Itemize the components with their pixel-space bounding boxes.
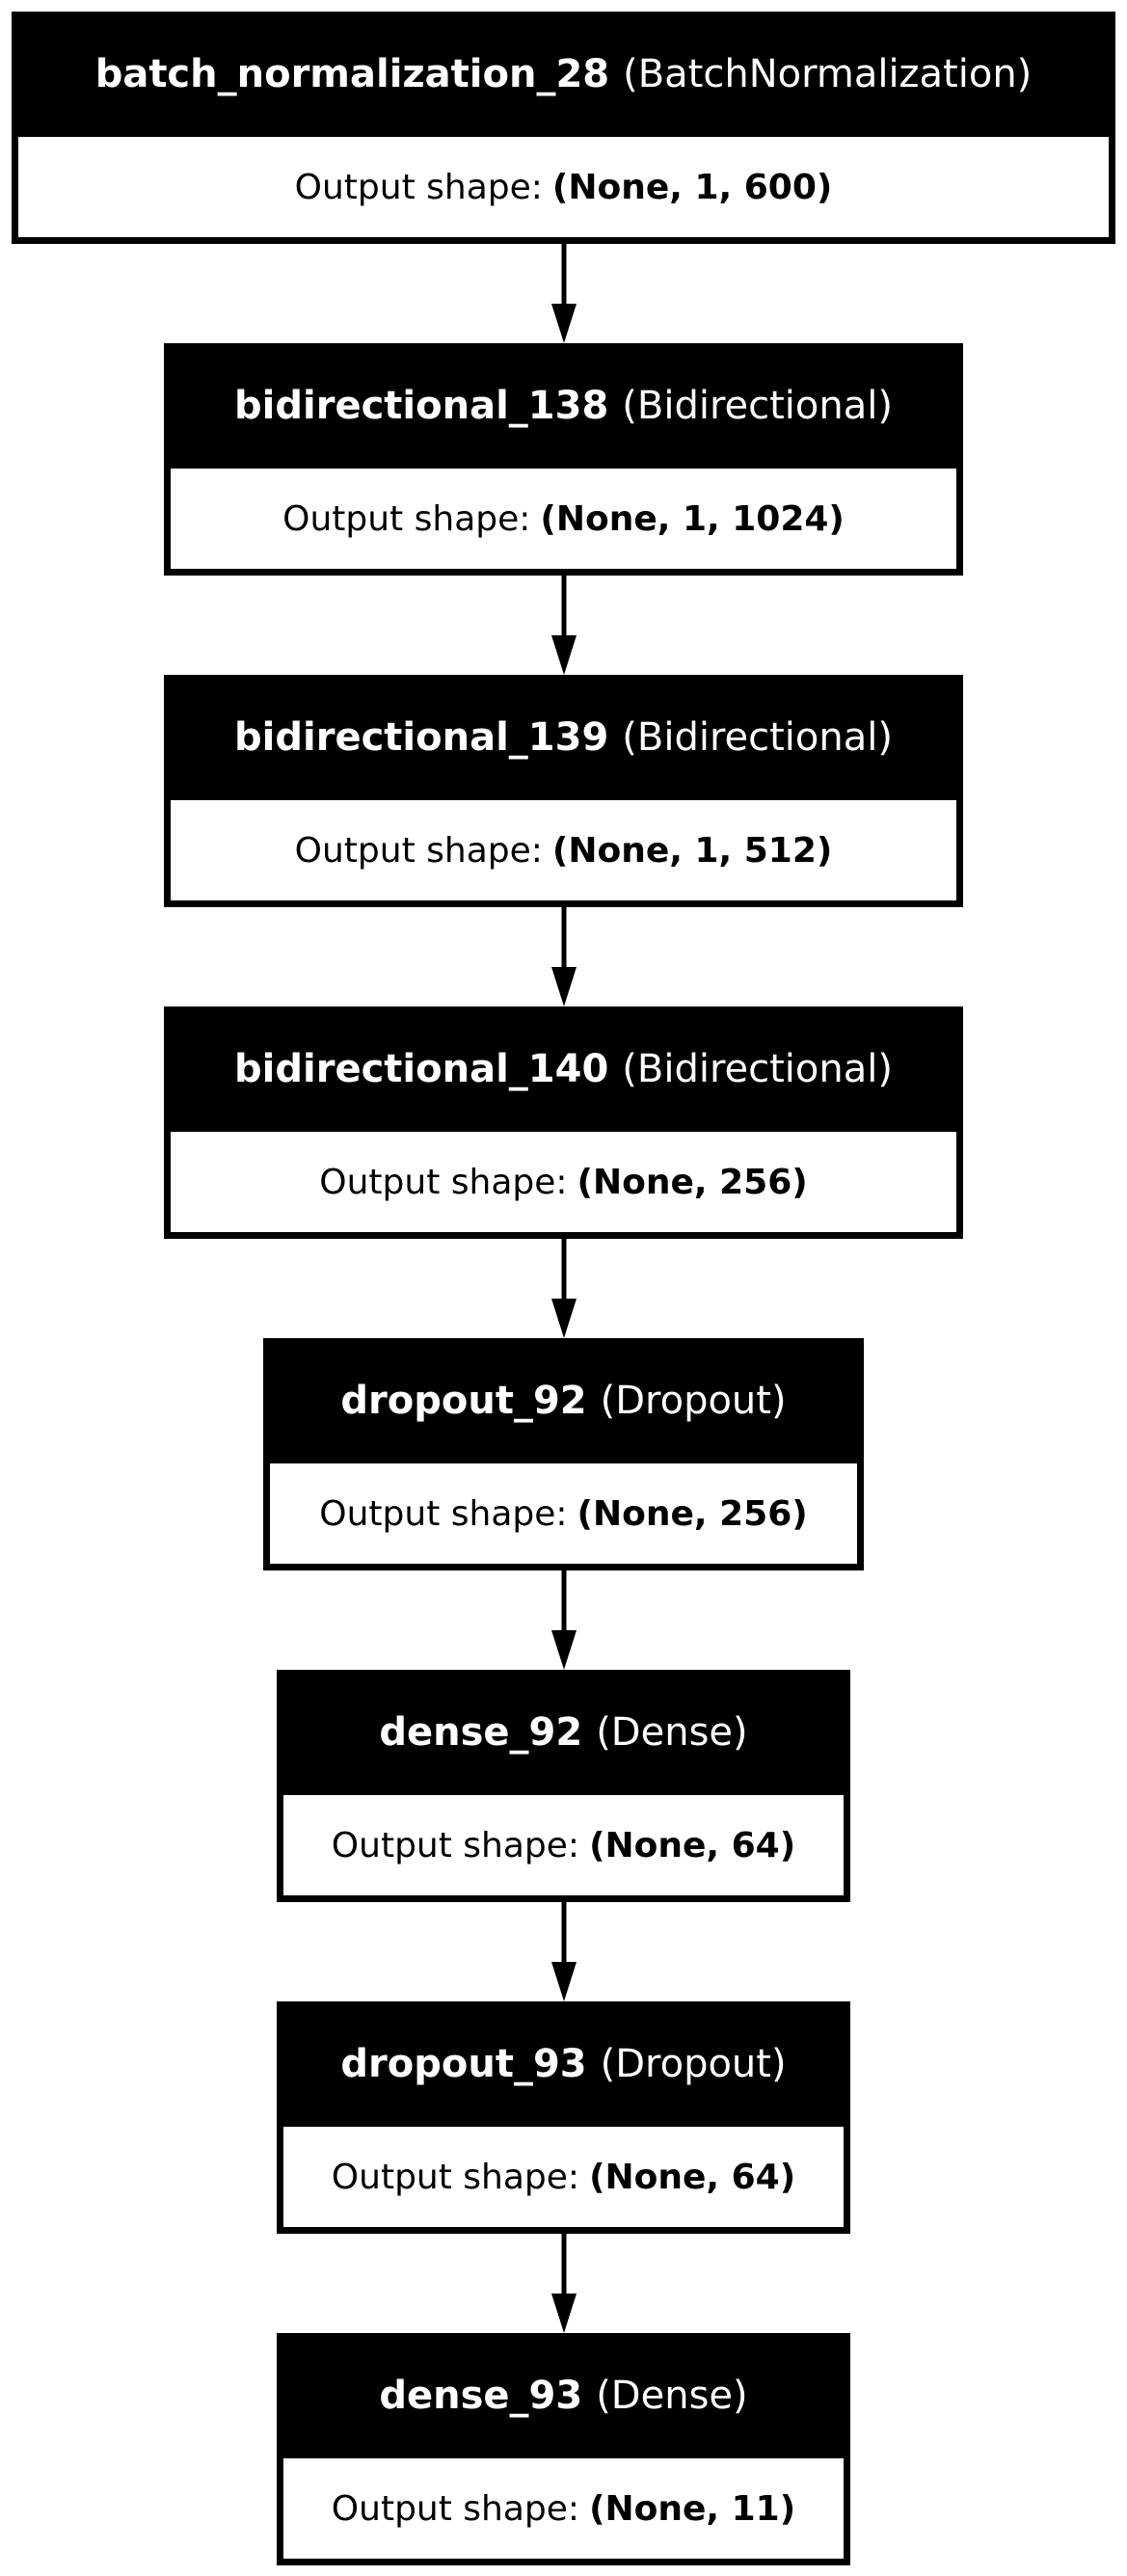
- output-shape-label: Output shape:: [319, 1162, 568, 1202]
- output-shape-value: (None, 64): [589, 1825, 796, 1865]
- layer-output-shape: Output shape: (None, 256): [171, 1125, 956, 1232]
- layer-name: dense_92: [379, 1710, 583, 1755]
- layer-header: dropout_92 (Dropout): [270, 1345, 857, 1457]
- output-shape-value: (None, 1, 600): [551, 167, 833, 207]
- layer-name: dropout_92: [340, 1379, 587, 1423]
- layer-output-shape: Output shape: (None, 64): [283, 1788, 844, 1895]
- layer-output-shape: Output shape: (None, 256): [270, 1457, 857, 1564]
- layer-name: bidirectional_140: [234, 1047, 609, 1091]
- connector-arrow: [551, 244, 577, 343]
- layer-header: bidirectional_139 (Bidirectional): [171, 682, 956, 793]
- layer-node-dense-92: dense_92 (Dense) Output shape: (None, 64…: [277, 1670, 850, 1902]
- layer-output-shape: Output shape: (None, 11): [283, 2452, 844, 2559]
- connector-arrow: [551, 2234, 577, 2333]
- layer-header: dropout_93 (Dropout): [283, 2008, 844, 2120]
- output-shape-label: Output shape:: [331, 2157, 580, 2197]
- output-shape-value: (None, 64): [589, 2157, 796, 2197]
- layer-node-bidirectional-140: bidirectional_140 (Bidirectional) Output…: [164, 1006, 963, 1239]
- output-shape-label: Output shape:: [294, 167, 543, 207]
- layer-header: batch_normalization_28 (BatchNormalizati…: [18, 18, 1109, 130]
- layer-node-dropout-92: dropout_92 (Dropout) Output shape: (None…: [263, 1338, 864, 1570]
- layer-output-shape: Output shape: (None, 64): [283, 2120, 844, 2227]
- layer-output-shape: Output shape: (None, 1, 600): [18, 130, 1109, 237]
- output-shape-label: Output shape:: [319, 1493, 568, 1534]
- output-shape-label: Output shape:: [294, 830, 543, 871]
- connector-arrow: [551, 907, 577, 1006]
- output-shape-label: Output shape:: [331, 1825, 580, 1865]
- layer-class: (Bidirectional): [622, 1047, 893, 1091]
- layer-class: (Dropout): [600, 2042, 787, 2086]
- output-shape-value: (None, 1, 1024): [540, 498, 845, 539]
- layer-output-shape: Output shape: (None, 1, 1024): [171, 462, 956, 569]
- layer-name: dense_93: [379, 2374, 583, 2418]
- layer-class: (Bidirectional): [622, 384, 893, 428]
- layer-node-bidirectional-139: bidirectional_139 (Bidirectional) Output…: [164, 675, 963, 907]
- layer-node-bidirectional-138: bidirectional_138 (Bidirectional) Output…: [164, 343, 963, 576]
- output-shape-value: (None, 256): [577, 1162, 808, 1202]
- layer-node-dense-93: dense_93 (Dense) Output shape: (None, 11…: [277, 2333, 850, 2565]
- output-shape-value: (None, 11): [589, 2488, 796, 2529]
- output-shape-value: (None, 256): [577, 1493, 808, 1534]
- output-shape-label: Output shape:: [282, 498, 531, 539]
- connector-arrow: [551, 576, 577, 675]
- layer-class: (Dropout): [600, 1379, 787, 1423]
- layer-node-batch-normalization-28: batch_normalization_28 (BatchNormalizati…: [12, 12, 1115, 244]
- layer-name: bidirectional_138: [234, 384, 609, 428]
- layer-name: batch_normalization_28: [94, 52, 610, 96]
- layer-name: dropout_93: [340, 2042, 587, 2086]
- layer-output-shape: Output shape: (None, 1, 512): [171, 793, 956, 900]
- layer-class: (Dense): [596, 2374, 748, 2418]
- layer-class: (Bidirectional): [622, 715, 893, 760]
- layer-header: bidirectional_138 (Bidirectional): [171, 350, 956, 462]
- output-shape-label: Output shape:: [331, 2488, 580, 2529]
- layer-header: dense_93 (Dense): [283, 2340, 844, 2452]
- layer-header: bidirectional_140 (Bidirectional): [171, 1013, 956, 1125]
- connector-arrow: [551, 1570, 577, 1670]
- layer-class: (Dense): [596, 1710, 748, 1755]
- layer-node-dropout-93: dropout_93 (Dropout) Output shape: (None…: [277, 2001, 850, 2234]
- connector-arrow: [551, 1239, 577, 1338]
- layer-class: (BatchNormalization): [623, 52, 1033, 96]
- output-shape-value: (None, 1, 512): [551, 830, 833, 871]
- connector-arrow: [551, 1902, 577, 2001]
- layer-header: dense_92 (Dense): [283, 1677, 844, 1788]
- layer-name: bidirectional_139: [234, 715, 609, 760]
